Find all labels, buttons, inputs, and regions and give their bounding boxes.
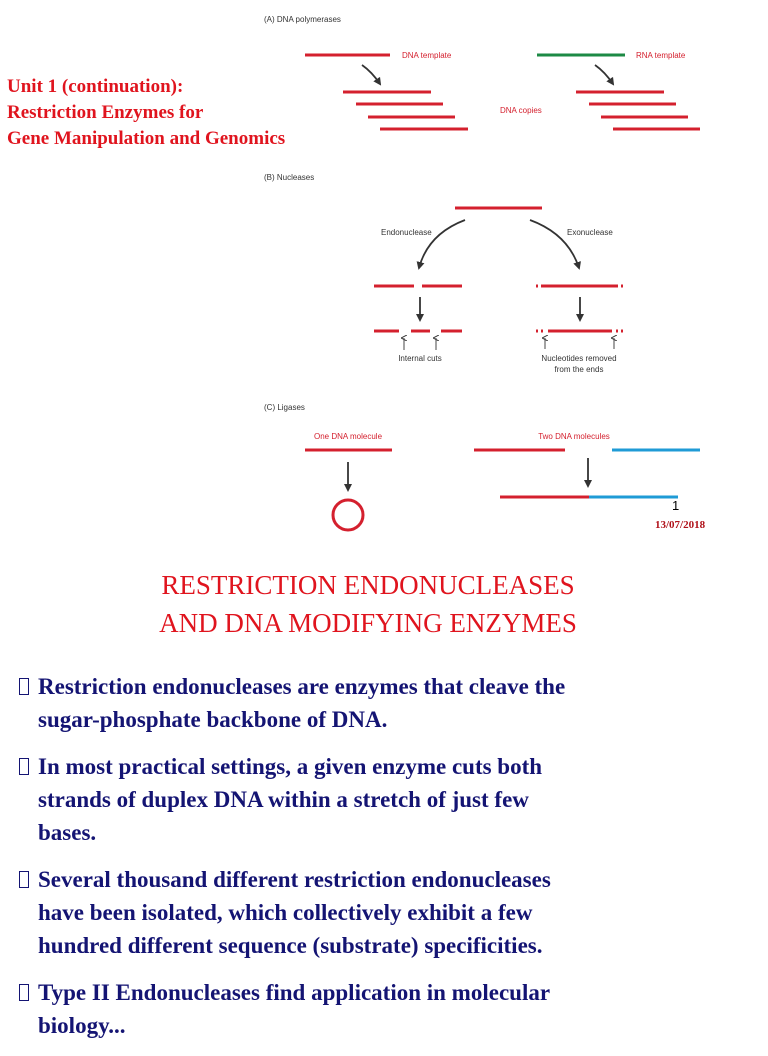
bullet-line: Restriction endonucleases are enzymes th… [38, 674, 566, 699]
unit-title-line: Restriction Enzymes for [7, 102, 204, 123]
circular-dna [331, 498, 365, 532]
removed-label-line2: from the ends [555, 365, 604, 374]
internal-cuts-label: Internal cuts [398, 354, 442, 363]
bullet-line: sugar-phosphate backbone of DNA. [38, 707, 388, 732]
bullet-line: biology... [38, 1013, 126, 1038]
unit-title-line: Unit 1 (continuation): [7, 76, 184, 97]
bullet-line: Several thousand different restriction e… [38, 867, 551, 892]
removed-label-line1: Nucleotides removed [541, 354, 616, 363]
section-heading: RESTRICTION ENDONUCLEASES AND DNA MODIFY… [0, 566, 736, 642]
arrow-icon [529, 219, 581, 270]
panel-c-title: (C) Ligases [264, 403, 305, 412]
arrow-icon [361, 64, 382, 86]
slide-number: 1 [672, 498, 680, 513]
two-molecules-label: Two DNA molecules [538, 432, 610, 441]
bullet-line: hundred different sequence (substrate) s… [38, 933, 543, 958]
unit-title: Unit 1 (continuation): Restriction Enzym… [7, 74, 367, 152]
panel-b-title: (B) Nucleases [264, 173, 314, 182]
slide-date: 13/07/2018 [655, 519, 706, 531]
enzyme-diagram: (A) DNA polymerases DNA template RNA tem… [264, 15, 700, 532]
bullet-item: Several thousand different restriction e… [18, 863, 758, 962]
bullet-line: Type II Endonucleases find application i… [38, 980, 551, 1005]
dna-copies-label: DNA copies [500, 106, 542, 115]
unit-title-line: Gene Manipulation and Genomics [7, 128, 286, 149]
dna-template-label: DNA template [402, 51, 452, 60]
bullet-line: strands of duplex DNA within a stretch o… [38, 787, 529, 812]
panel-a-title: (A) DNA polymerases [264, 15, 341, 24]
heading-line: RESTRICTION ENDONUCLEASES [161, 570, 575, 600]
exonuclease-label: Exonuclease [567, 228, 613, 237]
bullet-list: Restriction endonucleases are enzymes th… [18, 670, 758, 1056]
one-molecule-label: One DNA molecule [314, 432, 383, 441]
bullet-item: In most practical settings, a given enzy… [18, 750, 758, 849]
bullet-box-icon [19, 758, 29, 775]
bullet-line: In most practical settings, a given enzy… [38, 754, 543, 779]
bullet-item: Type II Endonucleases find application i… [18, 976, 758, 1042]
heading-line: AND DNA MODIFYING ENZYMES [159, 608, 577, 638]
bullet-box-icon [19, 871, 29, 888]
arrow-icon [416, 219, 466, 270]
bullet-line: have been isolated, which collectively e… [38, 900, 533, 925]
rna-template-label: RNA template [636, 51, 686, 60]
endonuclease-label: Endonuclease [381, 228, 432, 237]
bullet-line: bases. [38, 820, 97, 845]
bullet-item: Restriction endonucleases are enzymes th… [18, 670, 758, 736]
arrow-icon [594, 64, 615, 86]
bullet-box-icon [19, 678, 29, 695]
bullet-box-icon [19, 984, 29, 1001]
